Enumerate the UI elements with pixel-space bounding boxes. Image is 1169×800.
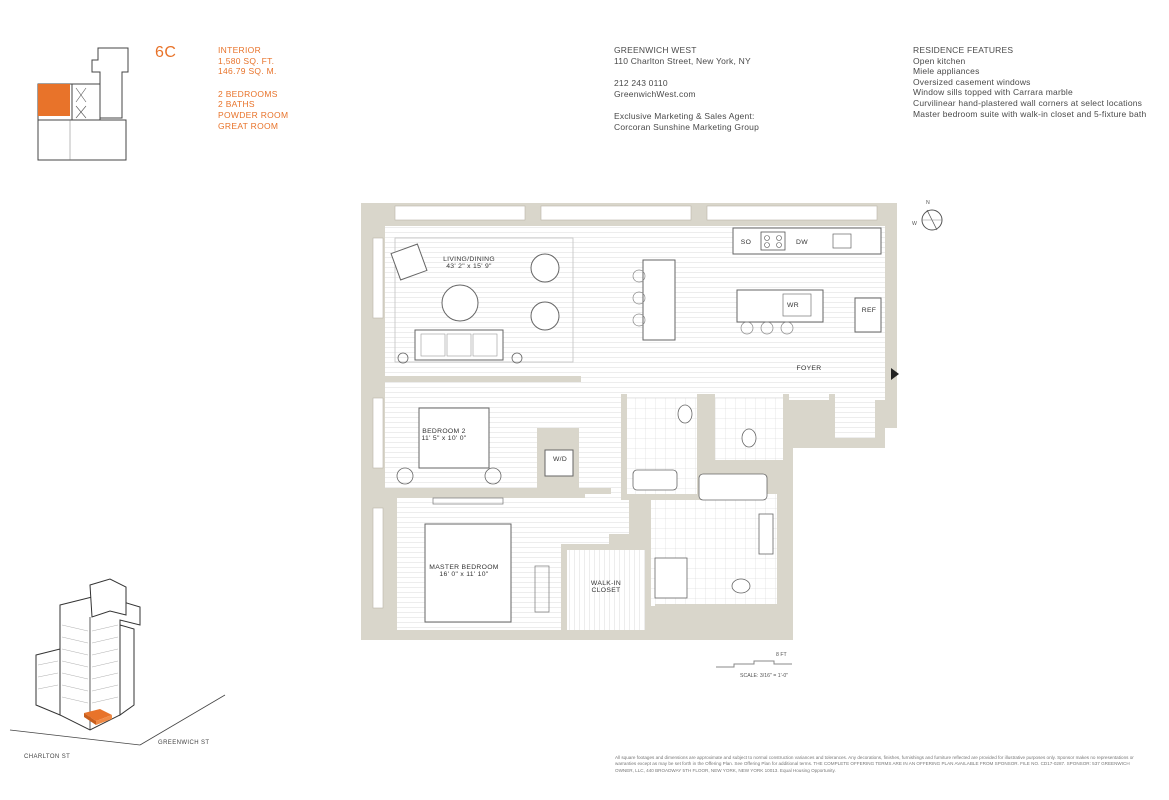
residence-features: RESIDENCE FEATURES Open kitchen Miele ap…: [913, 45, 1146, 119]
building-unit-highlight: [84, 709, 112, 721]
street-charlton: CHARLTON ST: [24, 754, 71, 760]
wr-label: WR: [787, 302, 799, 309]
wall: [783, 394, 789, 460]
key-plan-unit-highlight: [38, 84, 70, 116]
wall: [829, 394, 835, 444]
so-label: SO: [740, 239, 752, 246]
building-address: 110 Charlton Street, New York, NY: [614, 55, 751, 66]
bedroom-2-bed: [418, 407, 490, 469]
wall: [385, 488, 611, 494]
bedrooms-count: 2 BEDROOMS: [218, 88, 278, 99]
ref-label: REF: [861, 307, 877, 314]
wall: [385, 376, 581, 382]
windows: [372, 205, 878, 609]
bedroom-2-label: BEDROOM 2 11' 5" x 10' 0": [404, 428, 484, 442]
bathtub: [698, 473, 768, 501]
building-info: GREENWICH WEST 110 Charlton Street, New …: [614, 45, 759, 133]
features-heading: RESIDENCE FEATURES: [913, 45, 1014, 55]
entry-arrow: [891, 368, 899, 380]
interior-summary: INTERIOR 1,580 SQ. FT. 146.79 SQ. M. 2 B…: [218, 45, 288, 131]
great-room: GREAT ROOM: [218, 120, 279, 131]
wall: [621, 394, 627, 498]
vanity: [758, 513, 774, 555]
wall: [697, 394, 715, 460]
master-bed: [424, 523, 512, 623]
powder-room: POWDER ROOM: [218, 109, 289, 120]
building-phone: 212 243 0110: [614, 78, 668, 89]
compass-icon: [921, 209, 943, 231]
armchair: [390, 243, 428, 281]
living-dining-label: LIVING/DINING 43' 2" x 15' 9": [424, 256, 514, 270]
living-rug: [394, 237, 574, 363]
walkin-floor: [567, 550, 651, 630]
feature-item: Curvilinear hand-plastered wall corners …: [913, 97, 1143, 108]
wall: [645, 498, 651, 630]
walk-in-closet-label: WALK-IN CLOSET: [576, 580, 636, 594]
bathtub: [632, 469, 678, 491]
floor-plan: [361, 203, 899, 640]
street-greenwich: GREENWICH ST: [158, 740, 210, 746]
sofa: [414, 329, 504, 361]
foyer-label: FOYER: [796, 365, 822, 372]
toilet: [677, 404, 693, 424]
refrigerator: [854, 297, 882, 333]
dining-table: [441, 284, 479, 322]
dresser: [432, 497, 504, 505]
cooktop: [760, 231, 786, 251]
scale-ratio: SCALE: 3/16" = 1'-0": [740, 673, 789, 679]
master-bedroom-name: MASTER BEDROOM: [429, 564, 499, 571]
toilet: [741, 428, 757, 448]
walk-in-line-2: CLOSET: [591, 587, 621, 594]
bedroom-2-dims: 11' 5" x 10' 0": [421, 435, 467, 442]
key-plan: [37, 47, 129, 161]
scale-bar: [716, 660, 792, 668]
kitchen-counter: [732, 227, 882, 255]
side-table: [397, 352, 409, 364]
kitchen-sink: [832, 233, 852, 249]
toilet: [731, 578, 751, 594]
dining-bar: [642, 259, 676, 341]
building-axonometric: [9, 578, 226, 746]
dw-label: DW: [796, 239, 808, 246]
lounge-chair: [530, 301, 560, 331]
building-name: GREENWICH WEST: [614, 45, 697, 55]
side-table: [511, 352, 523, 364]
shower: [654, 557, 688, 599]
wall: [621, 494, 701, 500]
building-website: GreenwichWest.com: [614, 88, 696, 99]
master-bedroom-dims: 16' 0" x 11' 10": [439, 571, 489, 578]
master-bedroom-label: MASTER BEDROOM 16' 0" x 11' 10": [414, 564, 514, 578]
bedroom-2-name: BEDROOM 2: [422, 428, 466, 435]
interior-sq-ft: 1,580 SQ. FT.: [218, 55, 275, 66]
closet-floor: [835, 398, 875, 438]
living-dining-dims: 43' 2" x 15' 9": [446, 263, 492, 270]
lounge-chair: [530, 253, 560, 283]
wall: [561, 544, 651, 550]
wall: [655, 604, 777, 610]
wall: [561, 544, 567, 630]
feature-item: Master bedroom suite with walk-in closet…: [913, 108, 1147, 119]
compass-north: N: [926, 200, 930, 206]
washer-dryer: [544, 449, 574, 477]
kitchen-island: [736, 289, 824, 323]
interior-heading: INTERIOR: [218, 45, 262, 55]
living-dining-name: LIVING/DINING: [443, 256, 495, 263]
baths-count: 2 BATHS: [218, 99, 255, 110]
wd-label: W/D: [552, 456, 568, 463]
agent-name: Corcoran Sunshine Marketing Group: [614, 121, 760, 132]
feature-item: Miele appliances: [913, 66, 980, 77]
interior-sq-m: 146.79 SQ. M.: [218, 66, 277, 77]
feature-item: Open kitchen: [913, 55, 966, 66]
walk-in-line-1: WALK-IN: [590, 580, 622, 587]
scale-feet: 8 FT: [776, 652, 787, 658]
wine-refrigerator: [782, 293, 812, 317]
agent-label: Exclusive Marketing & Sales Agent:: [614, 111, 755, 122]
unit-number: 6C: [155, 44, 177, 61]
feature-item: Window sills topped with Carrara marble: [913, 87, 1073, 98]
bench: [534, 565, 550, 613]
compass-west: W: [912, 221, 917, 227]
feature-item: Oversized casement windows: [913, 76, 1031, 87]
legal-disclaimer: All square footages and dimensions are a…: [615, 755, 1134, 773]
